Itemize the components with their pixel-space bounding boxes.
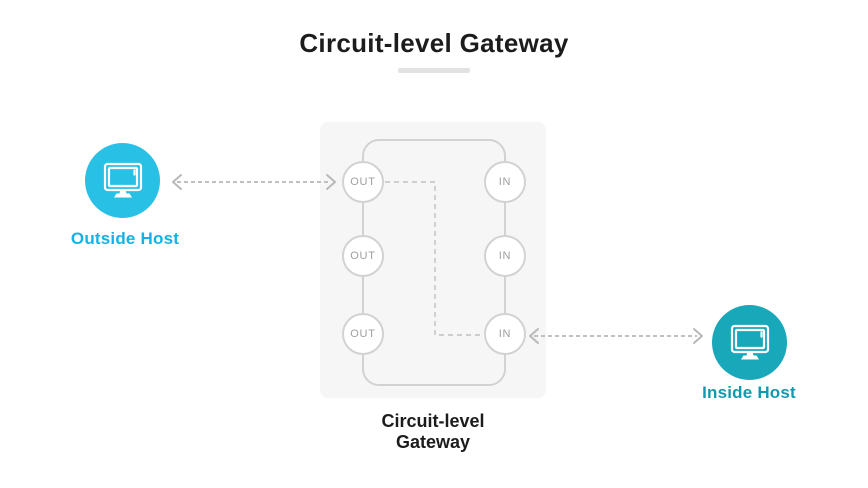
port-in-1: IN	[484, 161, 526, 203]
outside-host-node	[85, 143, 160, 218]
title-underline	[398, 68, 470, 73]
port-in-2: IN	[484, 235, 526, 277]
inside-arrow	[529, 328, 703, 344]
gateway-caption: Circuit-level Gateway	[333, 411, 533, 453]
outside-arrow	[172, 174, 336, 190]
gateway-caption-line2: Gateway	[395, 432, 471, 452]
outside-host-label: Outside Host	[70, 229, 180, 248]
port-in-3: IN	[484, 313, 526, 355]
inside-host-label: Inside Host	[702, 383, 796, 402]
monitor-icon	[103, 162, 142, 197]
inside-host-node	[712, 305, 787, 380]
gateway-caption-line1: Circuit-level	[381, 411, 485, 431]
port-out-1: OUT	[342, 161, 384, 203]
port-out-3: OUT	[342, 313, 384, 355]
port-out-2: OUT	[342, 235, 384, 277]
monitor-icon	[730, 324, 769, 359]
page-title: Circuit-level Gateway	[299, 28, 569, 58]
